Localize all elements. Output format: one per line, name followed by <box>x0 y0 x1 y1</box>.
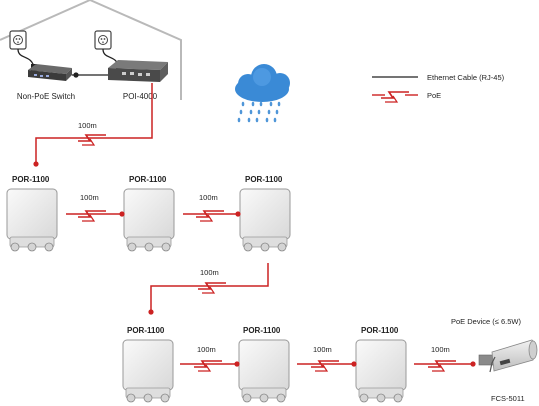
rain-cloud-icon <box>235 64 290 123</box>
raindrop <box>277 101 281 107</box>
por-label-5: POR-1100 <box>243 326 281 335</box>
camera-device-caption: PoE Device (≤ 6.5W) <box>451 317 521 326</box>
lightning-bolt-icon <box>427 360 457 372</box>
por-1100-unit-3 <box>239 188 291 252</box>
raindrop <box>257 109 261 115</box>
legend-ethernet-label: Ethernet Cable (RJ-45) <box>427 73 505 82</box>
por-label-6: POR-1100 <box>361 326 399 335</box>
raindrop <box>251 101 255 107</box>
lightning-bolt-icon <box>195 210 225 222</box>
poe-line-injector <box>35 83 153 163</box>
distance-label-6: 100m <box>313 345 332 354</box>
por-label-2: POR-1100 <box>129 175 167 184</box>
legend-poe-label: PoE <box>427 91 441 100</box>
lightning-bolt-icon <box>193 360 223 372</box>
house-outline <box>0 0 182 100</box>
por-1100-unit-5 <box>238 339 290 403</box>
distance-label-3: 100m <box>199 193 218 202</box>
por-label-3: POR-1100 <box>245 175 283 184</box>
distance-label-1: 100m <box>78 121 97 130</box>
fcs-5011-camera <box>478 339 538 373</box>
raindrop <box>275 109 279 115</box>
distance-label-2: 100m <box>80 193 99 202</box>
por-label-4: POR-1100 <box>127 326 165 335</box>
distance-label-7: 100m <box>431 345 450 354</box>
raindrop <box>259 101 263 107</box>
lightning-bolt-icon <box>310 360 340 372</box>
injector-label: POI-4000 <box>123 92 158 101</box>
por-1100-unit-1 <box>6 188 58 252</box>
lightning-bolt-icon <box>77 134 107 146</box>
legend: Ethernet Cable (RJ-45) PoE <box>372 73 505 103</box>
raindrop <box>239 109 243 115</box>
lightning-bolt-icon <box>197 282 227 294</box>
raindrop <box>273 117 277 123</box>
por-1100-unit-4 <box>122 339 174 403</box>
por-1100-unit-2 <box>123 188 175 252</box>
raindrop <box>237 117 241 123</box>
power-outlet-icon <box>9 30 37 71</box>
lightning-bolt-icon <box>77 210 107 222</box>
raindrop <box>255 117 259 123</box>
switch-label: Non-PoE Switch <box>17 92 75 101</box>
poe-line-3-4 <box>150 263 269 311</box>
poi-4000-injector <box>108 60 168 82</box>
non-poe-switch <box>28 64 72 81</box>
distance-label-5: 100m <box>197 345 216 354</box>
raindrop <box>241 101 245 107</box>
por-1100-unit-6 <box>355 339 407 403</box>
raindrop <box>265 117 269 123</box>
raindrop <box>267 109 271 115</box>
raindrop <box>249 109 253 115</box>
camera-model-label: FCS-5011 <box>491 394 525 403</box>
por-label-1: POR-1100 <box>12 175 50 184</box>
distance-label-4: 100m <box>200 268 219 277</box>
legend-poe-swatch <box>372 91 418 103</box>
raindrop <box>269 101 273 107</box>
raindrop <box>247 117 251 123</box>
